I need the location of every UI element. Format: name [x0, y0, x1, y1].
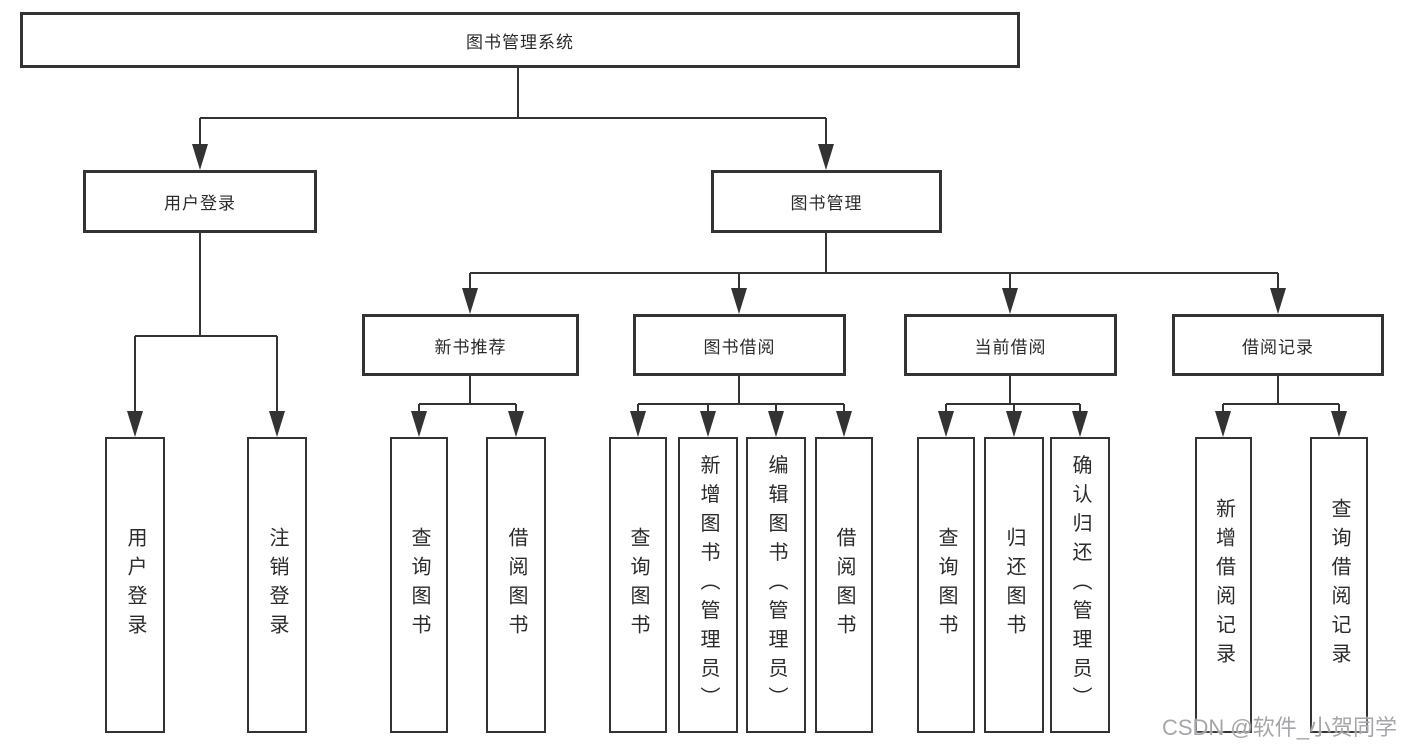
- arrow-down-icon: [411, 411, 427, 437]
- node-user-login: 用户登录: [83, 170, 317, 233]
- leaf-bb-edit-books-admin-label: 编辑图书（管理员）: [765, 454, 787, 716]
- connector-new-book-recommendation: [418, 376, 517, 416]
- node-new-book-recommendation-label: 新书推荐: [434, 337, 507, 357]
- leaf-br-add-record: 新增借阅记录: [1195, 437, 1252, 733]
- leaf-cb-query-books-label: 查询图书: [935, 527, 957, 643]
- leaf-nbr-borrow-books: 借阅图书: [486, 437, 546, 733]
- arrow-down-icon: [938, 411, 954, 437]
- connector-book-management: [469, 233, 1279, 292]
- connector-book-borrowing: [637, 376, 845, 416]
- node-book-management: 图书管理: [711, 170, 942, 233]
- node-new-book-recommendation: 新书推荐: [362, 314, 579, 376]
- connector-root: [199, 68, 827, 148]
- connector-borrowing-records: [1222, 376, 1340, 416]
- leaf-br-query-record-label: 查询借阅记录: [1328, 498, 1350, 672]
- leaf-bb-add-books-admin: 新增图书（管理员）: [678, 437, 738, 733]
- node-root-label: 图书管理系统: [466, 32, 574, 52]
- node-current-borrowing: 当前借阅: [904, 314, 1117, 376]
- leaf-cb-confirm-return-admin: 确认归还（管理员）: [1050, 437, 1110, 733]
- leaf-br-add-record-label: 新增借阅记录: [1212, 498, 1235, 672]
- arrow-down-icon: [630, 411, 646, 437]
- node-book-management-label: 图书管理: [790, 194, 863, 213]
- node-borrowing-records-label: 借阅记录: [1242, 337, 1314, 357]
- node-borrowing-records: 借阅记录: [1172, 314, 1384, 376]
- arrow-down-icon: [127, 411, 143, 437]
- arrow-down-icon: [1072, 411, 1088, 437]
- leaf-bb-query-books: 查询图书: [609, 437, 667, 733]
- node-root: 图书管理系统: [20, 12, 1020, 68]
- connector-current-borrowing: [945, 376, 1081, 416]
- arrow-down-icon: [508, 411, 524, 437]
- leaf-user-login: 用户登录: [105, 437, 165, 733]
- arrow-down-icon: [731, 288, 747, 314]
- leaf-bb-borrow-books-label: 借阅图书: [833, 527, 855, 643]
- leaf-cb-query-books: 查询图书: [917, 437, 975, 733]
- arrow-down-icon: [768, 411, 784, 437]
- arrow-down-icon: [1006, 411, 1022, 437]
- leaf-bb-borrow-books: 借阅图书: [815, 437, 873, 733]
- connector-user-login: [134, 233, 278, 415]
- arrow-down-icon: [192, 144, 208, 170]
- node-book-borrowing: 图书借阅: [633, 314, 846, 376]
- leaf-br-query-record: 查询借阅记录: [1310, 437, 1368, 733]
- leaf-nbr-query-books: 查询图书: [390, 437, 448, 733]
- leaf-bb-query-books-label: 查询图书: [627, 527, 649, 643]
- arrow-down-icon: [836, 411, 852, 437]
- leaf-cb-confirm-return-admin-label: 确认归还（管理员）: [1069, 454, 1091, 716]
- leaf-bb-add-books-admin-label: 新增图书（管理员）: [697, 454, 719, 716]
- leaf-nbr-borrow-books-label: 借阅图书: [505, 527, 527, 643]
- leaf-cb-return-books: 归还图书: [984, 437, 1044, 733]
- arrow-down-icon: [1215, 411, 1231, 437]
- arrow-down-icon: [1270, 288, 1286, 314]
- leaf-nbr-query-books-label: 查询图书: [408, 527, 430, 643]
- leaf-cb-return-books-label: 归还图书: [1003, 527, 1025, 643]
- arrow-down-icon: [818, 144, 834, 170]
- leaf-user-login-label: 用户登录: [124, 527, 146, 643]
- arrow-down-icon: [1002, 288, 1018, 314]
- leaf-logout-label: 注销登录: [266, 527, 288, 643]
- node-user-login-label: 用户登录: [164, 194, 236, 213]
- arrow-down-icon: [462, 288, 478, 314]
- leaf-bb-edit-books-admin: 编辑图书（管理员）: [746, 437, 806, 733]
- node-book-borrowing-label: 图书借阅: [703, 337, 776, 357]
- csdn-watermark: CSDN @软件_小贺同学: [1161, 715, 1397, 740]
- leaf-logout: 注销登录: [247, 437, 307, 733]
- arrow-down-icon: [700, 411, 716, 437]
- arrow-down-icon: [269, 411, 285, 437]
- arrow-down-icon: [1331, 411, 1347, 437]
- node-current-borrowing-label: 当前借阅: [974, 337, 1047, 357]
